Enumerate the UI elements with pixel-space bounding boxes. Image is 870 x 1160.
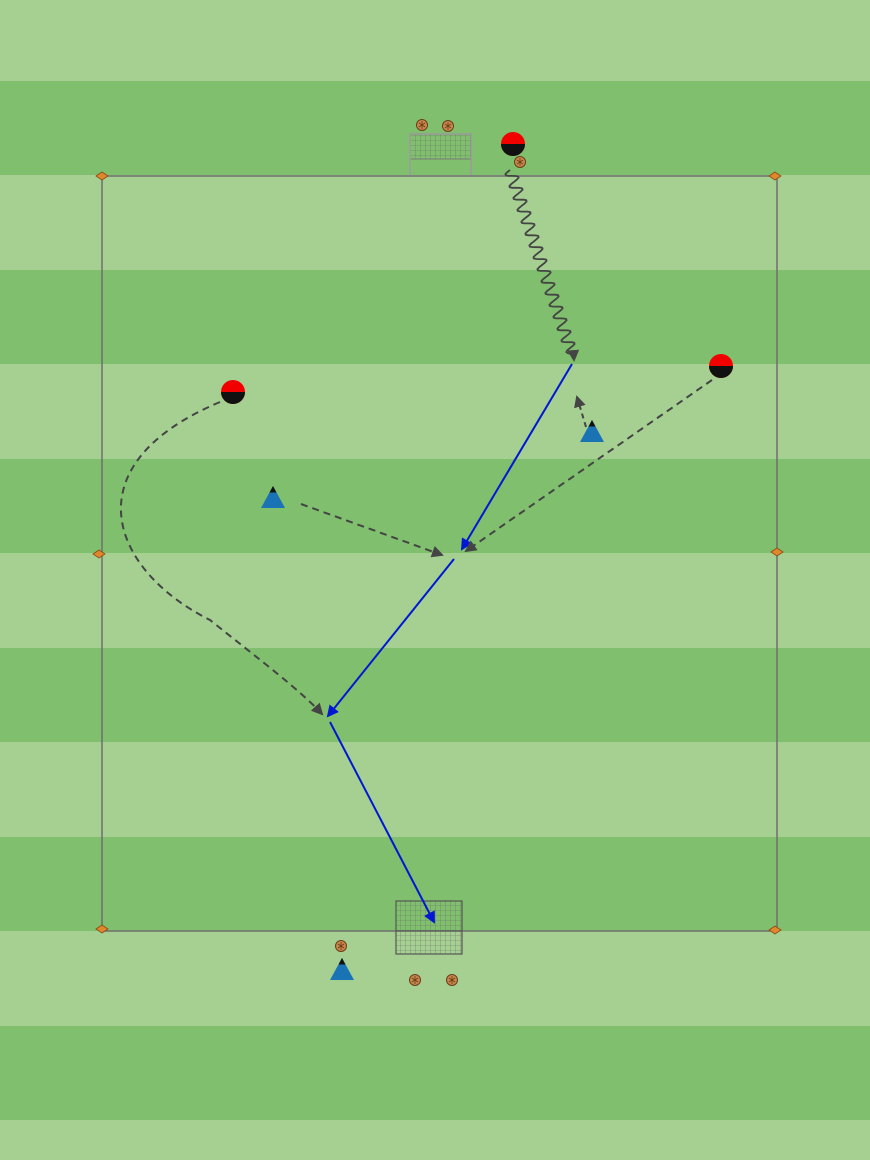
pass-line-1 <box>460 363 573 551</box>
bottom-goal <box>395 900 463 955</box>
grass-stripe <box>0 270 870 364</box>
grass-stripe <box>0 648 870 742</box>
grass-stripe <box>0 1120 870 1160</box>
grass-stripe <box>0 81 870 175</box>
grass-stripe <box>0 364 870 459</box>
red-player <box>221 380 245 404</box>
pass-line-2 <box>326 558 455 718</box>
ball <box>409 974 421 986</box>
grass-stripe <box>0 175 870 270</box>
grass-stripe <box>0 742 870 837</box>
grass-stripe <box>0 0 870 81</box>
ball <box>335 940 347 952</box>
shot-line <box>329 721 435 924</box>
ball <box>514 156 526 168</box>
red-player <box>501 132 525 156</box>
grass-stripe <box>0 553 870 648</box>
dribble-line <box>504 169 580 362</box>
run-line-blue-center <box>300 503 444 558</box>
grass-stripe <box>0 1026 870 1120</box>
ball <box>442 120 454 132</box>
ball <box>446 974 458 986</box>
grass-stripe <box>0 459 870 553</box>
top-goal <box>409 133 472 175</box>
run-line-red-right <box>464 379 713 553</box>
red-player <box>709 354 733 378</box>
run-line-red-left <box>120 401 324 716</box>
ball <box>416 119 428 131</box>
